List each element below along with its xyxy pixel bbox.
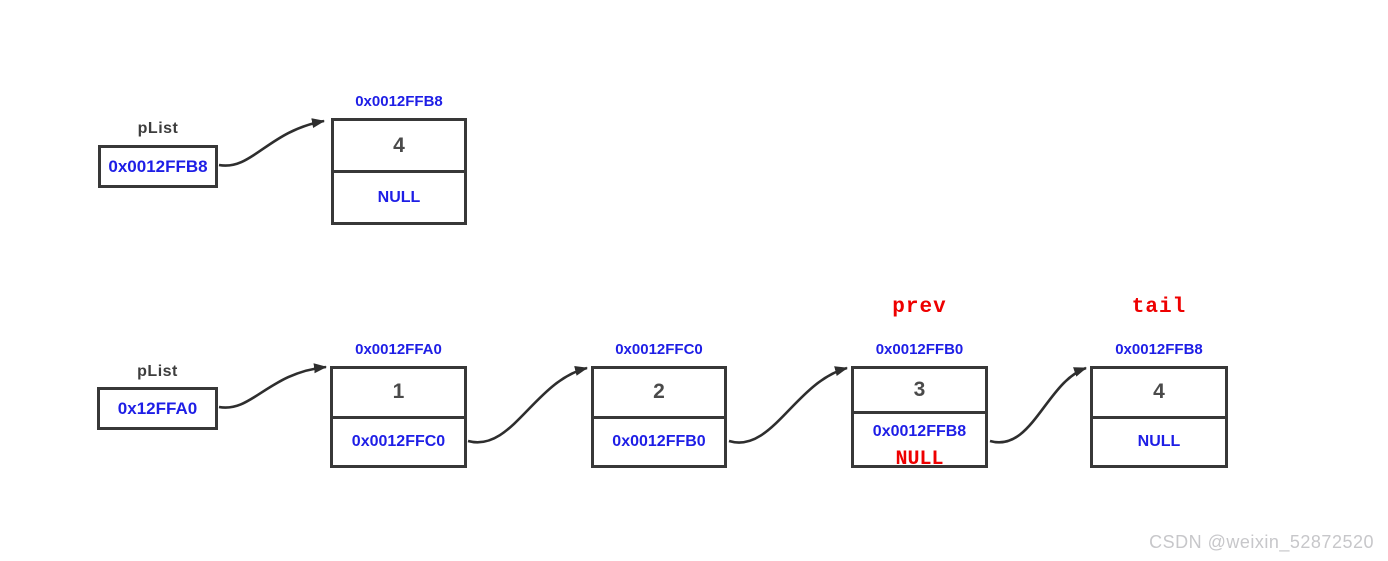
node4-address: 0x0012FFB8 (1115, 341, 1203, 358)
node2: 2 0x0012FFB0 (591, 366, 727, 468)
node3: 3 0x0012FFB8 (851, 366, 988, 468)
node2-next-cell: 0x0012FFB0 (612, 432, 706, 450)
tail-pointer-label: tail (1131, 296, 1187, 319)
watermark: CSDN @weixin_52872520 (1149, 532, 1374, 552)
plist-bottom-label: pList (137, 363, 178, 380)
plist-bottom-box: 0x12FFA0 (97, 387, 218, 430)
plist-top-box: 0x0012FFB8 (98, 145, 218, 188)
node3-next-null-annotation: NULL (895, 448, 944, 471)
node-top-address: 0x0012FFB8 (355, 93, 443, 110)
node4-next-cell: NULL (1137, 432, 1181, 450)
node3-next-cell: 0x0012FFB8 (872, 423, 967, 440)
node4-data-cell: 4 (1093, 369, 1225, 419)
node-top: 4 NULL (331, 118, 467, 225)
plist-top-label: pList (137, 120, 179, 137)
node2-address: 0x0012FFC0 (615, 341, 703, 358)
node-top-data-cell: 4 (334, 121, 464, 173)
node4: 4 NULL (1090, 366, 1228, 468)
node3-address: 0x0012FFB0 (875, 341, 964, 358)
node2-data-cell: 2 (594, 369, 724, 419)
prev-pointer-label: prev (892, 296, 947, 319)
node1: 1 0x0012FFC0 (330, 366, 467, 468)
node-top-next-cell: NULL (377, 188, 421, 206)
arrow-node2-to-node3 (728, 366, 848, 444)
arrow-plist-to-node1 (218, 363, 327, 409)
node3-data-cell: 3 (854, 369, 985, 414)
arrow-node3-to-node4 (989, 366, 1087, 444)
arrow-node1-to-node2 (467, 366, 588, 444)
node1-address: 0x0012FFA0 (355, 341, 442, 358)
plist-top-value: 0x0012FFB8 (108, 156, 208, 176)
arrow-plist-top-to-node (218, 118, 325, 167)
plist-bottom-value: 0x12FFA0 (117, 398, 198, 418)
node1-data-cell: 1 (333, 369, 464, 419)
node1-next-cell: 0x0012FFC0 (351, 432, 446, 450)
